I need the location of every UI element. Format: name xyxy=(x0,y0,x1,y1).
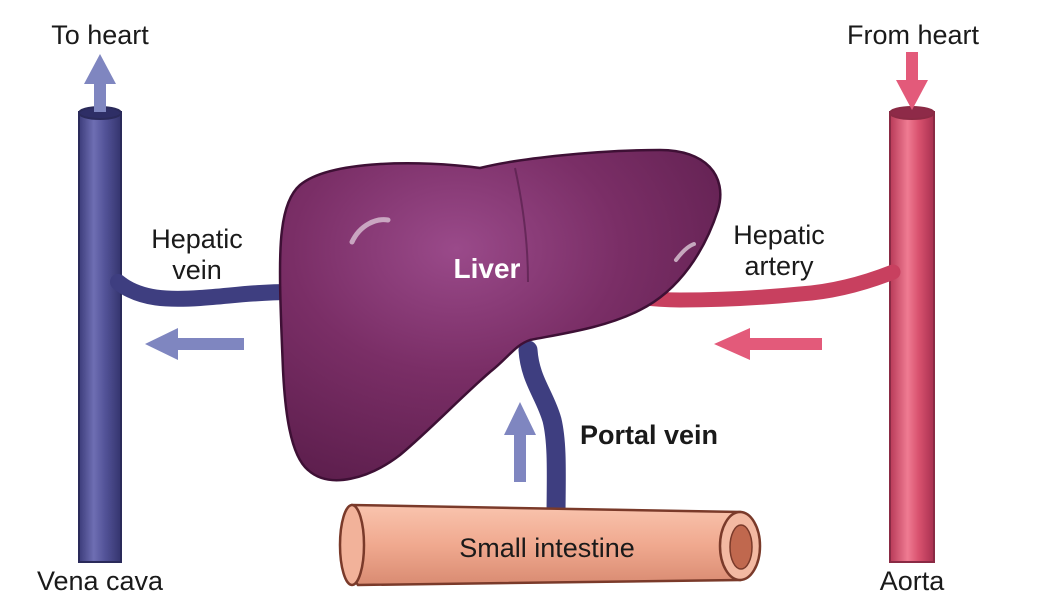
portal-vein-vessel xyxy=(518,340,566,530)
liver-label: Liver xyxy=(454,253,521,284)
from-heart-arrow xyxy=(896,52,928,110)
hepatic-artery-flow-arrow xyxy=(714,328,822,360)
liver-organ xyxy=(278,148,722,482)
aorta-label: Aorta xyxy=(880,566,946,596)
hepatic-vein-label-line1: Hepatic xyxy=(151,224,243,254)
hepatic-vein-vessel xyxy=(110,274,298,307)
to-heart-label: To heart xyxy=(51,20,149,50)
small-intestine-label: Small intestine xyxy=(459,533,635,563)
portal-vein-flow-arrow xyxy=(504,402,536,482)
small-intestine-shape xyxy=(338,503,762,587)
hepatic-artery-label-line1: Hepatic xyxy=(733,220,825,250)
aorta-vessel xyxy=(889,106,935,563)
portal-vein-label: Portal vein xyxy=(580,420,718,450)
hepatic-vein-flow-arrow xyxy=(145,328,244,360)
hepatic-vein-label-line2: vein xyxy=(172,255,222,285)
to-heart-arrow xyxy=(84,54,116,112)
vena-cava-label: Vena cava xyxy=(37,566,164,596)
vena-cava-vessel xyxy=(78,106,122,563)
from-heart-label: From heart xyxy=(847,20,980,50)
hepatic-artery-label-line2: artery xyxy=(744,251,814,281)
